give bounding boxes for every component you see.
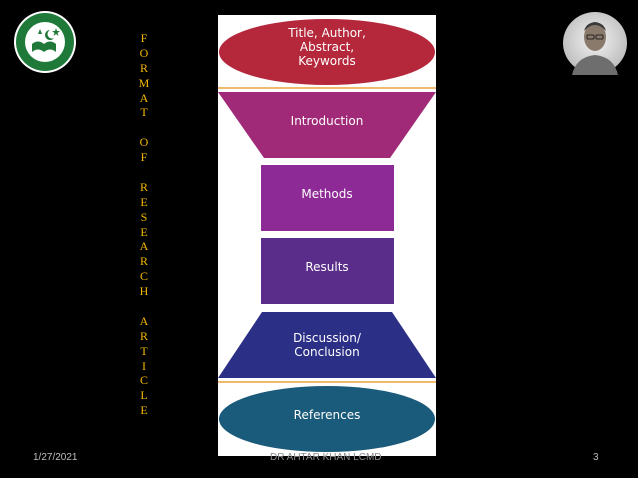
title-letter: C (139, 373, 148, 388)
title-letter: A (139, 239, 149, 254)
title-letter: O (139, 45, 149, 60)
stage-title-author-shape (219, 19, 435, 85)
stage-introduction-shape (218, 92, 436, 158)
title-letter: E (140, 194, 148, 209)
title-letter: T (140, 343, 148, 358)
footer-page-number: 3 (593, 452, 599, 463)
title-gap (132, 299, 156, 314)
footer-date: 1/27/2021 (33, 452, 78, 463)
title-letter: M (138, 75, 150, 90)
author-portrait-icon (563, 12, 627, 75)
title-letter: F (140, 31, 148, 45)
stage-discussion-label: Discussion/ Conclusion (293, 331, 361, 359)
title-letter: H (139, 284, 149, 299)
stage-discussion-shape (218, 312, 436, 378)
title-letter: C (139, 269, 148, 284)
title-letter: O (139, 135, 149, 150)
author-photo (562, 11, 628, 75)
diagram-panel: Title, Author, Abstract, Keywords Introd… (218, 15, 436, 456)
title-letter: L (140, 388, 148, 403)
stage-references-label: References (293, 408, 361, 422)
title-letter: R (139, 60, 148, 75)
title-letter: R (139, 254, 148, 269)
college-emblem-icon (14, 11, 76, 73)
title-letter: I (142, 358, 146, 373)
stage-results-shape (261, 238, 394, 304)
stage-results-label: Results (305, 260, 349, 274)
title-letter: S (140, 209, 148, 224)
research-format-diagram (218, 19, 436, 452)
stage-methods-shape (261, 165, 394, 231)
title-letter: F (140, 150, 148, 165)
title-letter: T (140, 105, 148, 120)
title-letter: R (139, 179, 148, 194)
stage-references-shape (219, 386, 435, 452)
title-gap (132, 120, 156, 135)
title-letter: A (139, 313, 149, 328)
stage-introduction-label: Introduction (290, 114, 364, 128)
title-letter: R (139, 328, 148, 343)
title-letter: E (140, 224, 148, 239)
title-gap (132, 165, 156, 180)
footer-author: DR AHTAR KHAN LCMD (270, 452, 382, 463)
title-letter: E (140, 403, 148, 418)
stage-title-author-label: Title, Author, Abstract, Keywords (288, 26, 366, 68)
stage-methods-label: Methods (301, 187, 353, 201)
college-logo (10, 10, 80, 74)
title-letter: A (139, 90, 149, 105)
